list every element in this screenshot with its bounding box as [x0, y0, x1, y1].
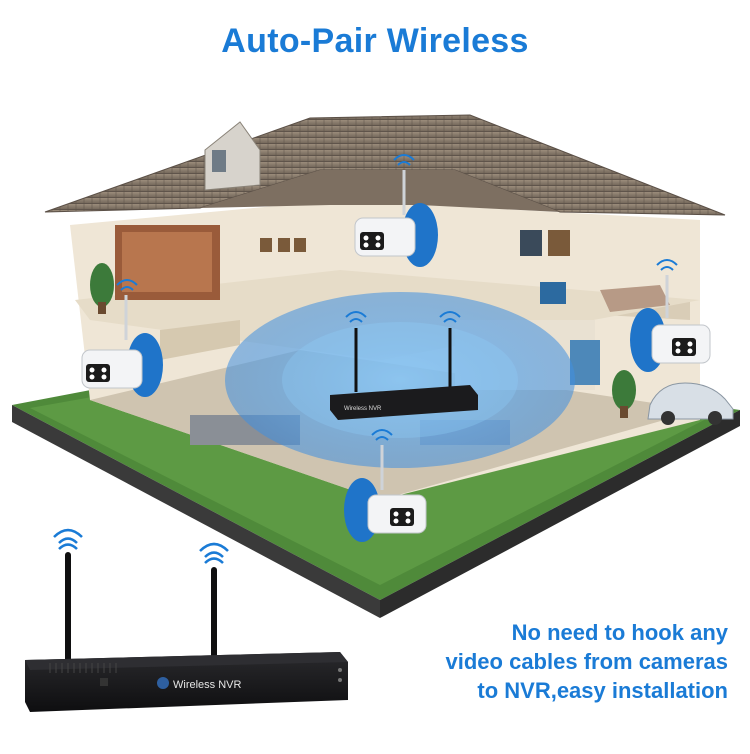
house-roof	[44, 114, 726, 216]
camera-icon-bottom	[344, 429, 427, 542]
nvr-label: Wireless NVR	[173, 679, 242, 691]
svg-text:Wireless NVR: Wireless NVR	[344, 406, 382, 412]
plant-left	[90, 263, 114, 314]
installation-caption: No need to hook any video cables from ca…	[446, 618, 728, 705]
camera-icon-left	[81, 279, 163, 397]
camera-icon-right	[630, 259, 711, 372]
car	[647, 382, 734, 425]
nvr-icon-large	[25, 528, 348, 712]
plant-right	[612, 370, 636, 418]
caption-line-1: No need to hook any	[511, 620, 728, 645]
nvr-icon-small: Wireless NVR	[330, 311, 478, 420]
camera-icon-top	[354, 154, 438, 267]
caption-line-2: video cables from cameras	[445, 649, 728, 674]
page-title: Auto-Pair Wireless	[221, 22, 529, 60]
wifi-coverage-area	[225, 292, 575, 468]
caption-line-3: to NVR,easy installation	[477, 678, 728, 703]
